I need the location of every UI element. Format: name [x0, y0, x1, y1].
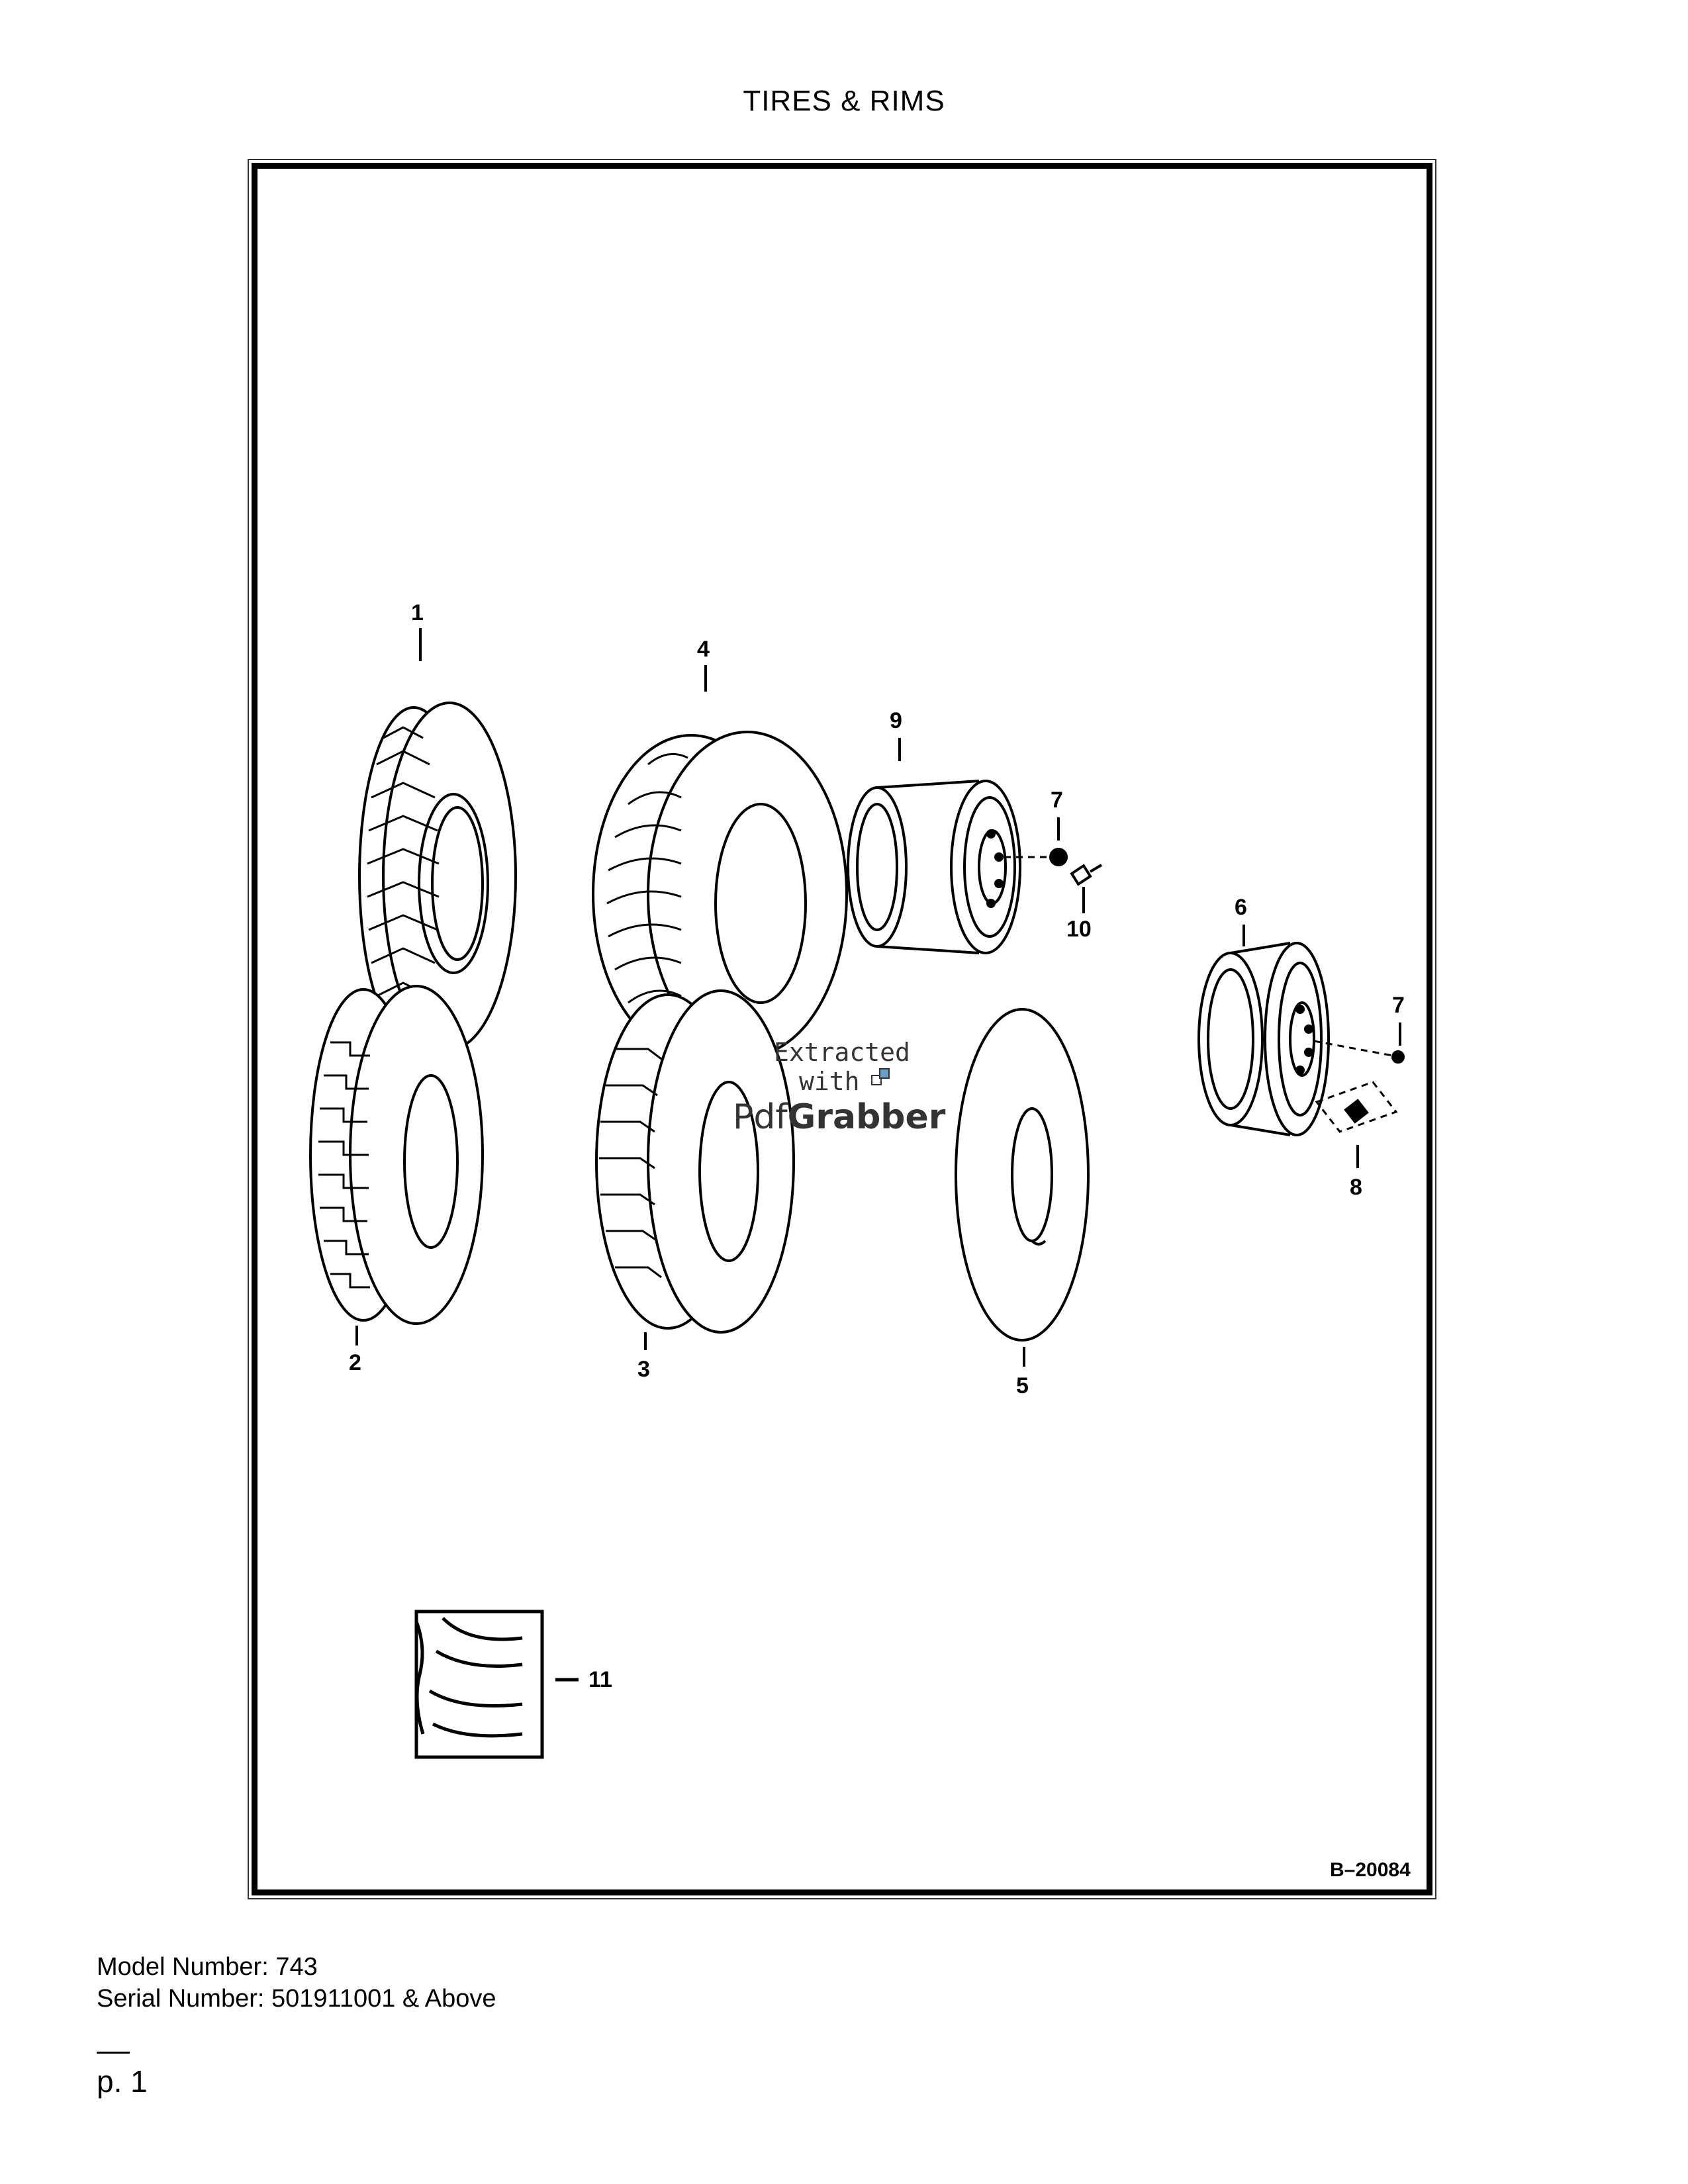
tire-3 [595, 989, 795, 1350]
rim-6 [1197, 925, 1398, 1136]
pdfgrabber-watermark: Extracted with PdfGrabber [733, 1038, 946, 1137]
model-number: Model Number: 743 [97, 1953, 318, 1981]
exploded-parts-diagram: 1 4 9 7 [309, 600, 1411, 1881]
callout-1: 1 [411, 600, 424, 625]
valve-stem-8 [1344, 1099, 1369, 1168]
diagram-frame [252, 163, 1432, 1895]
page-number-rule [97, 2052, 130, 2054]
watermark-logo-icon [871, 1075, 882, 1085]
serial-number: Serial Number: 501911001 & Above [97, 1985, 496, 2013]
valve-stem-10 [1070, 864, 1103, 913]
callout-3: 3 [637, 1357, 650, 1382]
nut-7-right [1391, 1023, 1405, 1064]
svg-text:Extracted: Extracted [774, 1038, 910, 1067]
callout-7-right: 7 [1392, 993, 1405, 1018]
drawing-reference: B–20084 [1330, 1859, 1411, 1881]
tire-1 [358, 628, 517, 1051]
diagram-frame-outer [248, 159, 1436, 1899]
svg-text:PdfGrabber: PdfGrabber [733, 1097, 946, 1137]
callout-2: 2 [349, 1350, 361, 1375]
rim-9 [847, 738, 1055, 954]
callout-5: 5 [1016, 1373, 1029, 1398]
callout-7-upper: 7 [1051, 788, 1063, 813]
nut-7-upper [1049, 817, 1068, 866]
inner-tube-5 [955, 1008, 1090, 1367]
callout-10: 10 [1066, 917, 1092, 942]
callout-9: 9 [890, 708, 902, 733]
callout-6: 6 [1235, 895, 1247, 920]
callout-4: 4 [697, 637, 710, 662]
tire-4 [592, 665, 848, 1058]
tread-section-11 [414, 1610, 579, 1759]
svg-text:with: with [799, 1067, 860, 1096]
callout-11: 11 [588, 1667, 612, 1692]
callout-8: 8 [1350, 1175, 1362, 1200]
tire-2 [309, 985, 484, 1345]
page-number: p. 1 [97, 2064, 148, 2099]
page-title: TIRES & RIMS [743, 85, 945, 117]
